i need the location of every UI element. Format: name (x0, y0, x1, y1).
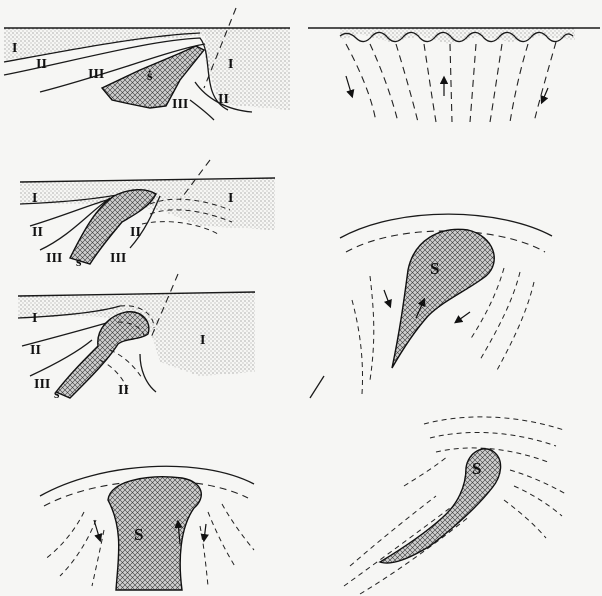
panel-bottom-left: S (40, 466, 254, 590)
label-I-panel-1-left: I (12, 41, 17, 56)
label-II-panel-1-right: II (218, 92, 229, 107)
flow-p7-6 (514, 486, 562, 516)
arrow-tr-1 (346, 76, 352, 96)
flow-line-tr-9 (534, 42, 556, 122)
stray-mark-left (310, 376, 324, 398)
flow-line-tr-6 (470, 44, 476, 122)
arrow-p6-1 (94, 520, 100, 540)
flow-line-tr-5 (450, 44, 452, 122)
salt-body-panel-4 (392, 229, 494, 368)
flow-p4-4 (480, 272, 520, 360)
label-I-panel-1-right: I (228, 57, 233, 72)
flow-line-tr-7 (490, 44, 502, 122)
label-s-panel-1: ṡ (147, 69, 153, 84)
boundary-p5-4 (140, 354, 156, 392)
label-I-panel-3-left: I (32, 191, 37, 206)
flow-line-tr-3 (396, 44, 418, 122)
boundary-line-4 (190, 100, 214, 120)
label-II-panel-5-right: II (118, 383, 129, 398)
flow-p4-5 (496, 282, 534, 372)
flow-p4-2 (352, 300, 363, 394)
label-s-panel-3: s (76, 255, 82, 270)
panel-top-left: I II III ṡ I II III (4, 8, 290, 120)
label-III-panel-3-right: III (110, 251, 126, 266)
salt-body-panel-7 (380, 449, 501, 563)
flow-p6-1 (60, 520, 96, 576)
arrow-p4-3 (456, 312, 470, 322)
flow-line-tr-2 (370, 44, 398, 122)
arc-p7-2 (430, 432, 556, 446)
panel-bottom-right: S (344, 417, 566, 594)
label-III-panel-1-right: III (172, 97, 188, 112)
label-s-panel-5: s (54, 387, 60, 402)
label-II-panel-5-left: II (30, 343, 41, 358)
label-III-panel-5: III (34, 377, 50, 392)
flow-p7-5 (510, 470, 566, 494)
label-S-panel-7: S (472, 459, 481, 478)
flow-p7-4 (404, 456, 448, 486)
flow-p4-1 (370, 276, 374, 380)
panel-mid-left-upper: I II III s III II I (20, 160, 275, 270)
flow-p6-2 (44, 512, 84, 560)
label-II-panel-3-right: II (130, 225, 141, 240)
label-II-panel-3-left: II (32, 225, 43, 240)
label-S-panel-6: S (134, 525, 143, 544)
label-II-panel-1-left: II (36, 57, 47, 72)
label-III-panel-3-left: III (46, 251, 62, 266)
salt-body-panel-6 (108, 477, 201, 590)
flow-line-tr-4 (424, 44, 436, 122)
salt-body-panel-1 (102, 46, 204, 108)
arrow-p4-1 (384, 290, 390, 306)
label-S-panel-4: S (430, 259, 439, 278)
label-I-panel-5-left: I (32, 311, 37, 326)
arrow-p6-3 (204, 524, 206, 540)
label-I-panel-5-right: I (200, 333, 205, 348)
flow-p7-7 (504, 500, 546, 538)
flow-line-tr-1 (346, 44, 376, 122)
flow-p7-2 (344, 508, 450, 586)
flow-line-tr-8 (510, 44, 528, 122)
panel-top-right (308, 28, 600, 122)
flow-p6-3 (92, 530, 104, 586)
flow-p6-5 (222, 504, 254, 550)
panel-mid-left-lower: I II III s II I (18, 274, 255, 402)
arc-p7-1 (424, 417, 564, 430)
drag-p5-4 (110, 350, 142, 378)
label-I-panel-3-right: I (228, 191, 233, 206)
flow-p6-6 (200, 526, 208, 586)
panel-mid-right-upper: S (340, 214, 552, 394)
label-III-panel-1-left: III (88, 67, 104, 82)
